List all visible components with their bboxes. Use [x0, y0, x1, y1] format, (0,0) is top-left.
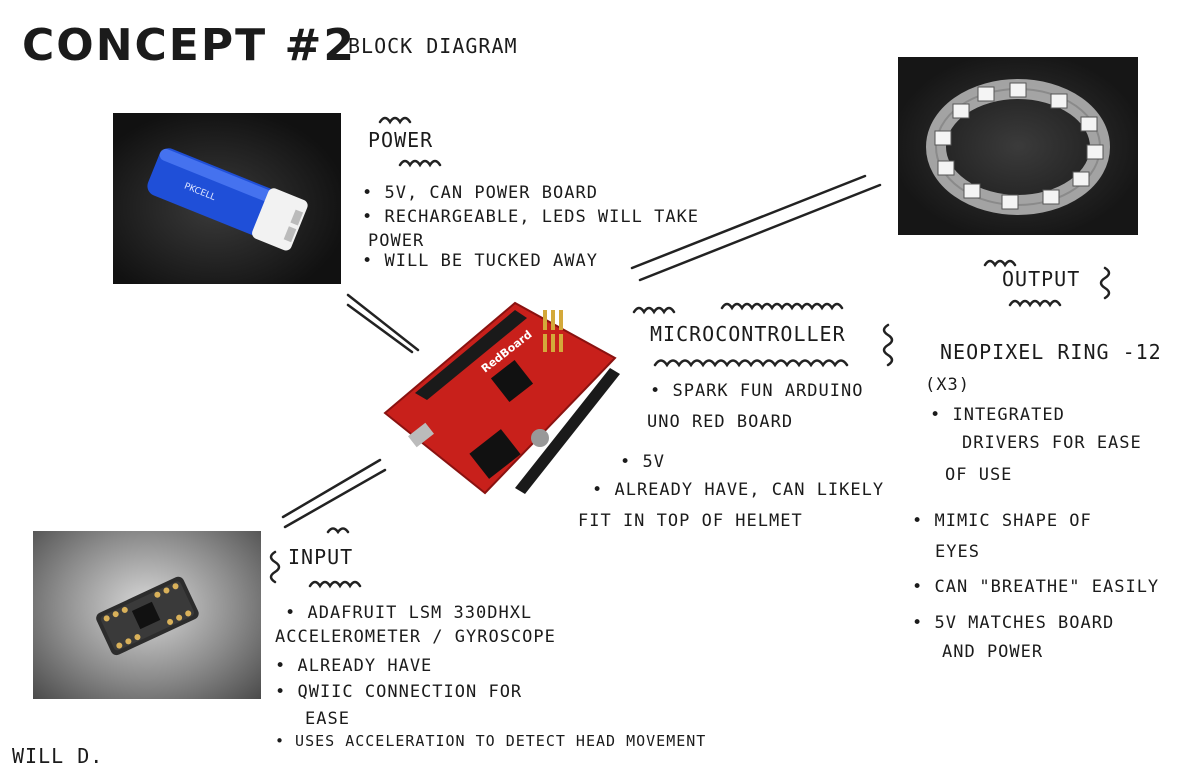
- squiggle: [1008, 299, 1062, 308]
- squiggle: [378, 116, 412, 125]
- squiggle: [632, 306, 676, 315]
- output-item-3: • Integrated: [930, 405, 1065, 425]
- output-item-4: drivers for ease: [962, 433, 1142, 453]
- redboard-photo: RedBoard: [365, 288, 630, 510]
- connector-output-1: [630, 174, 867, 270]
- input-heading: Input: [288, 545, 354, 569]
- input-item-2: Accelerometer / Gyroscope: [275, 627, 556, 647]
- squiggle: [398, 159, 442, 168]
- connector-power-1: [346, 293, 420, 352]
- input-item-1: • Adafruit LSM 330DHXL: [285, 603, 533, 623]
- output-item-2: (x3): [925, 375, 970, 395]
- input-item-4: • Qwiic connection for: [275, 682, 523, 702]
- microcontroller-heading: Microcontroller: [650, 322, 846, 346]
- output-item-7: eyes: [935, 542, 980, 562]
- page-subtitle: Block Diagram: [348, 34, 518, 58]
- output-heading: Output: [1002, 267, 1081, 291]
- microcontroller-item-2: Uno Red Board: [647, 412, 794, 432]
- power-item-3: power: [368, 231, 425, 251]
- input-item-5: ease: [305, 709, 350, 729]
- squiggle-brace: [269, 550, 281, 584]
- output-item-8: • Can "breathe" easily: [912, 577, 1160, 597]
- neopixel-ring-icon: [926, 79, 1110, 215]
- powerbank-icon: PKCELL: [147, 148, 308, 251]
- squiggle-brace: [1099, 266, 1111, 300]
- output-item-1: Neopixel Ring -12: [940, 340, 1162, 364]
- connector-input-1: [281, 458, 382, 519]
- squiggle-brace: [882, 323, 894, 367]
- powerbank-photo: PKCELL: [113, 113, 341, 284]
- connector-output-2: [638, 183, 882, 282]
- redboard-icon: RedBoard: [383, 301, 620, 495]
- accelerometer-photo: [33, 531, 261, 699]
- microcontroller-item-5: fit in top of helmet: [578, 511, 803, 531]
- output-item-5: of use: [945, 465, 1013, 485]
- power-heading: Power: [368, 128, 434, 152]
- microcontroller-item-3: • 5V: [620, 452, 665, 472]
- squiggle: [326, 527, 350, 535]
- squiggle: [308, 580, 362, 589]
- power-item-1: • 5V, can power board: [362, 183, 598, 203]
- squiggle: [720, 302, 844, 311]
- output-item-6: • Mimic shape of: [912, 511, 1092, 531]
- accelerometer-icon: [96, 576, 199, 656]
- page-title: Concept #2: [22, 20, 356, 71]
- squiggle: [653, 359, 849, 368]
- input-item-6: • Uses acceleration to detect head movem…: [275, 732, 707, 750]
- microcontroller-item-4: • Already have, can likely: [592, 480, 885, 500]
- neopixel-ring-photo: [898, 57, 1138, 235]
- connector-power-2: [346, 303, 414, 354]
- output-item-9: • 5V matches board: [912, 613, 1115, 633]
- squiggle: [983, 259, 1017, 268]
- microcontroller-item-1: • Spark Fun Arduino: [650, 381, 864, 401]
- input-item-3: • Already have: [275, 656, 433, 676]
- power-item-4: • Will be tucked away: [362, 251, 598, 271]
- connector-input-2: [283, 468, 387, 529]
- output-item-10: and power: [942, 642, 1044, 662]
- signature: Will D.: [12, 744, 104, 768]
- power-item-2: • Rechargeable, LEDs will take: [362, 207, 700, 227]
